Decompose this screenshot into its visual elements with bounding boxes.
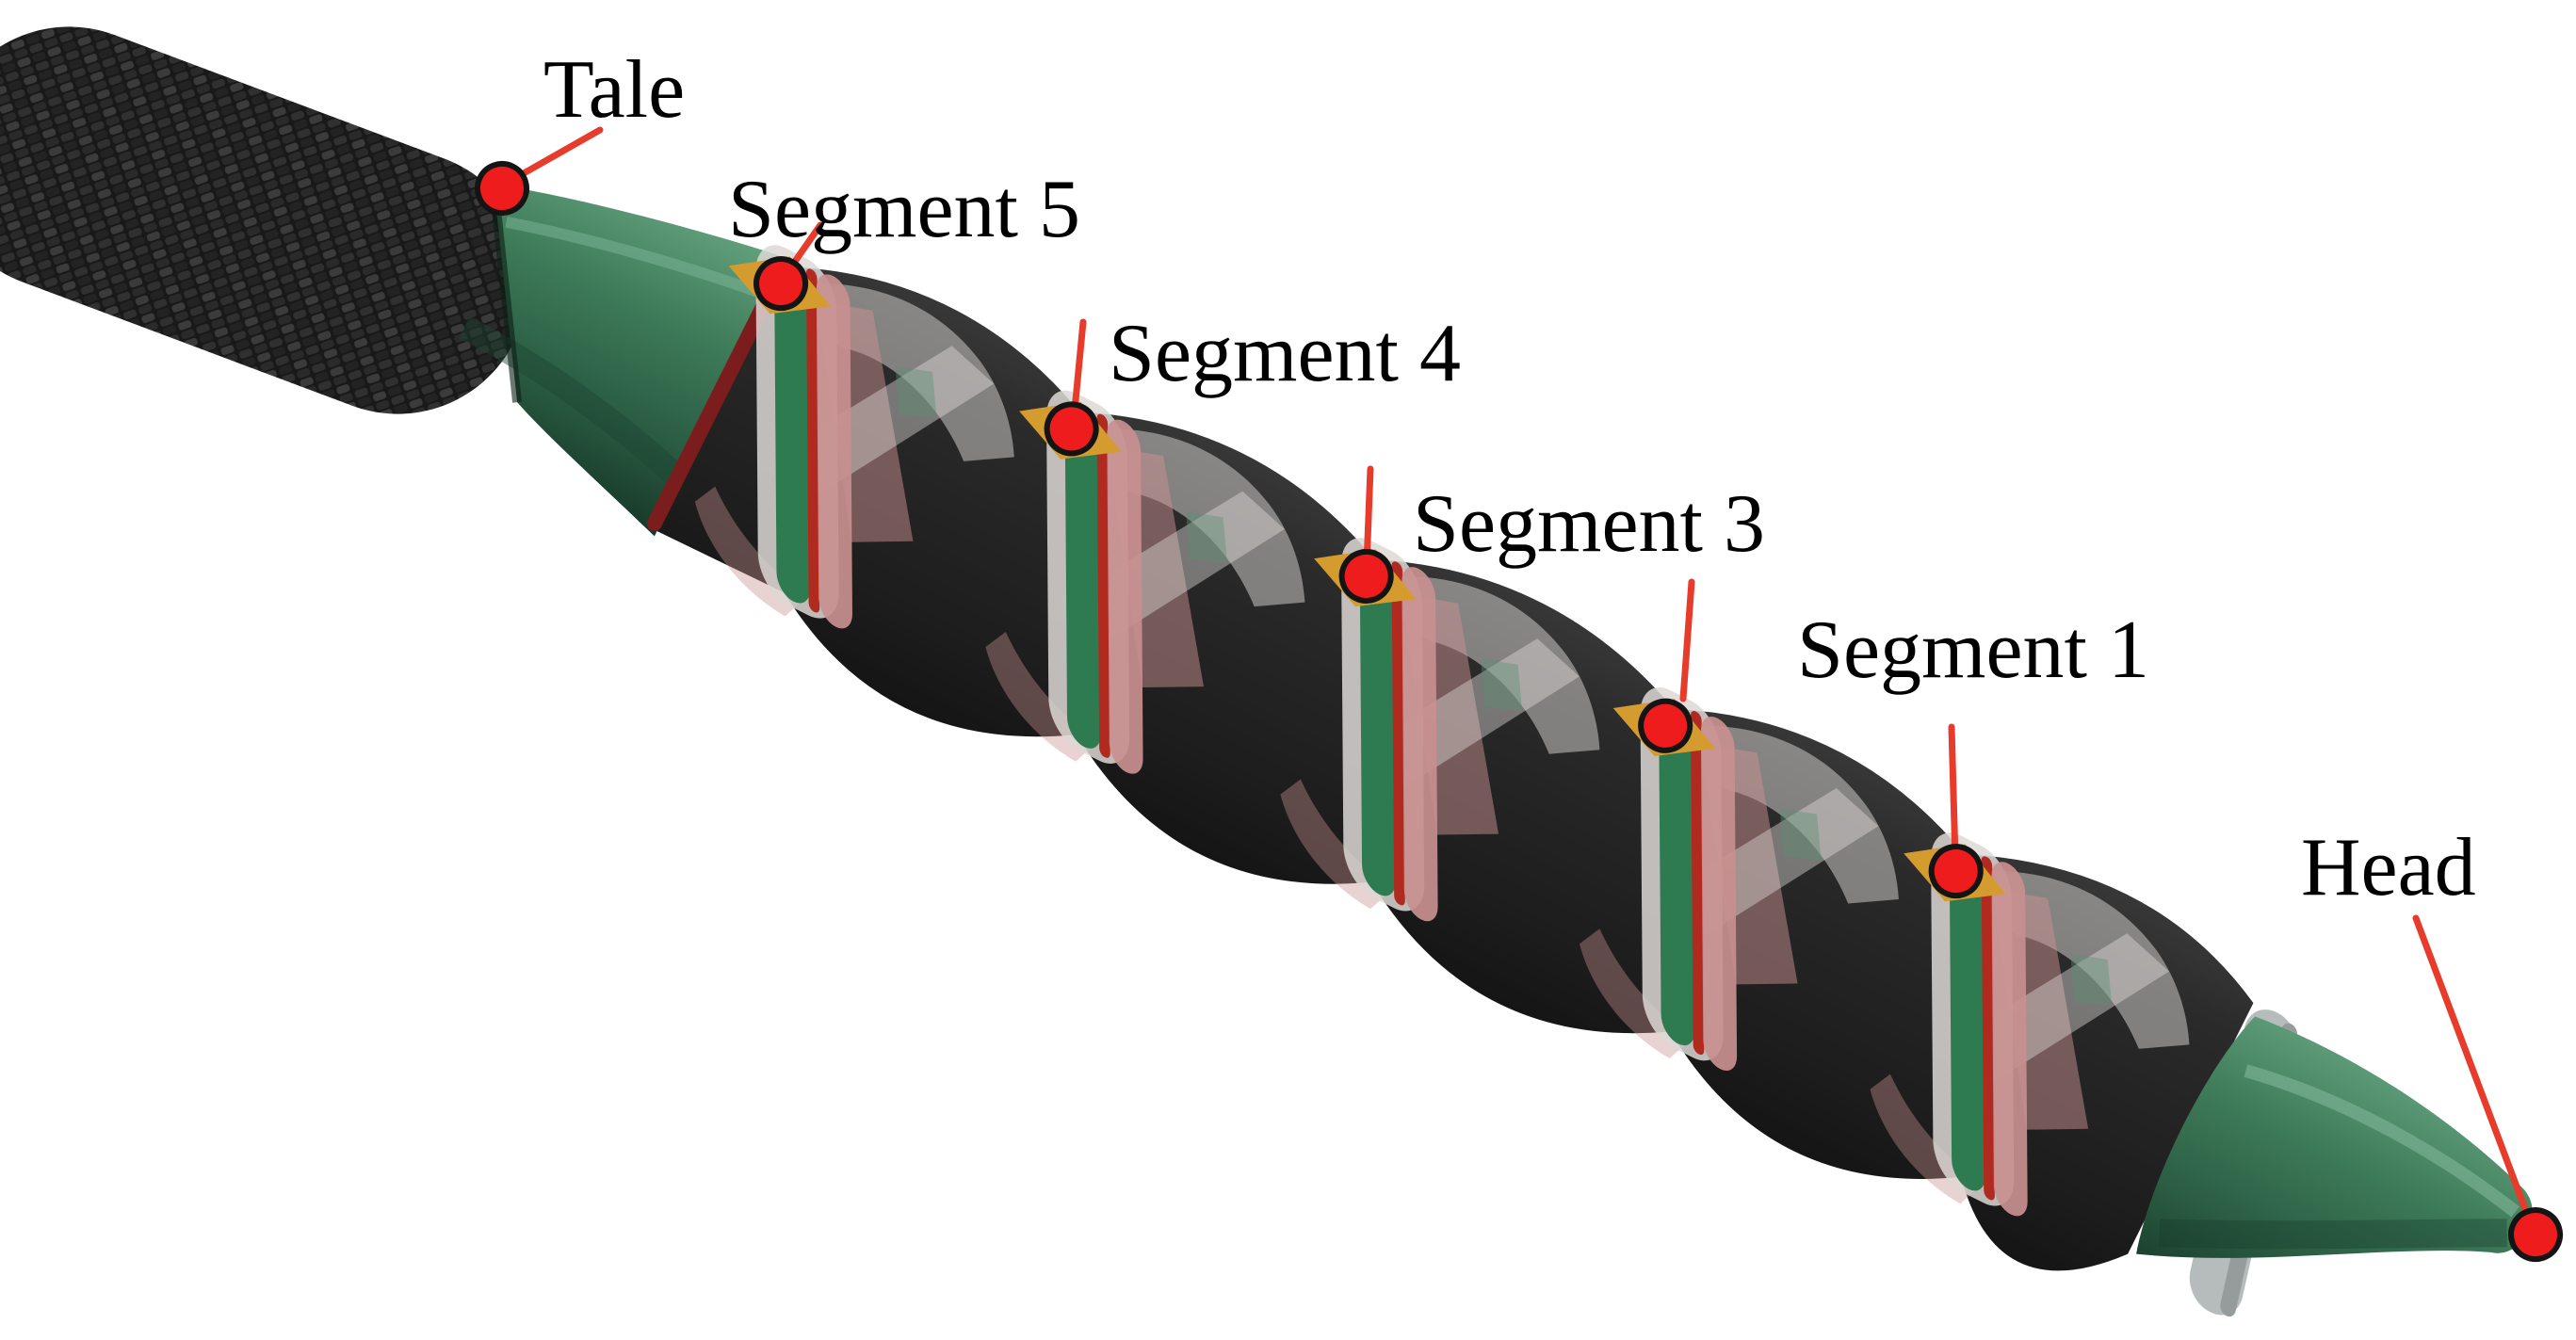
leader-line-segment-2	[1679, 578, 1695, 702]
label-head: Head	[2301, 822, 2476, 913]
label-segment-5: Segment 5	[728, 164, 1080, 255]
tail-cone-highlight	[505, 216, 768, 300]
tail-cone-shadow	[458, 315, 684, 484]
leader-line-tale	[513, 126, 604, 181]
label-tale: Tale	[543, 44, 685, 136]
label-segment-4: Segment 4	[1109, 308, 1461, 399]
tail-cone-base-rim	[646, 260, 790, 531]
label-segment-1: Segment 1	[1797, 605, 2149, 696]
label-segment-3: Segment 3	[1413, 478, 1765, 570]
leader-line-head	[2412, 914, 2532, 1220]
head-cone	[2136, 1016, 2533, 1258]
tail-cone	[494, 184, 793, 537]
marker-dot-head	[2508, 1207, 2564, 1263]
head-cone-shadow	[2159, 1219, 2507, 1250]
figure-labels: Tale Segment 5 Segment 4 Segment 3 Segme…	[543, 44, 2476, 913]
markers-group	[475, 161, 2564, 1263]
head-cone-highlight	[2244, 1064, 2519, 1218]
leader-line-segment-1	[1948, 723, 1959, 863]
tail-paddle	[0, 26, 529, 414]
marker-dot-tale	[475, 161, 529, 216]
